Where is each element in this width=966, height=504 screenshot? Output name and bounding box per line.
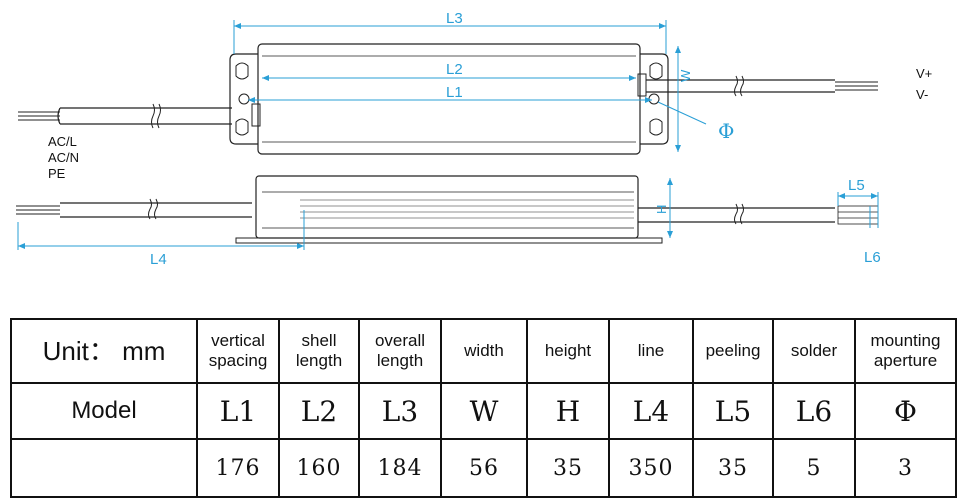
symbol-phi: Φ — [854, 382, 957, 440]
value-L4: 350 — [608, 438, 694, 498]
input-cable-top — [18, 103, 232, 129]
header-width: width — [440, 318, 528, 384]
symbol-L1: L1 — [196, 382, 280, 440]
dim-label-L5: L5 — [848, 177, 865, 194]
housing-side — [255, 175, 639, 239]
dim-label-L6: L6 — [864, 249, 881, 266]
header-peeling: peeling — [692, 318, 774, 384]
header-height: height — [526, 318, 610, 384]
symbol-L3: L3 — [358, 382, 442, 440]
wire-label-acn: AC/N — [48, 150, 79, 165]
value-H: 35 — [526, 438, 610, 498]
wire-label-pe: PE — [48, 166, 66, 181]
dim-label-L4: L4 — [150, 251, 167, 268]
symbol-L6: L6 — [772, 382, 856, 440]
side-view — [16, 175, 879, 244]
symbol-L5: L5 — [692, 382, 774, 440]
dim-label-L1: L1 — [446, 84, 463, 101]
symbol-H: H — [526, 382, 610, 440]
value-L2: 160 — [278, 438, 360, 498]
input-cable-side — [16, 198, 252, 220]
wire-label-vminus: V- — [916, 87, 928, 102]
model-label: Model — [10, 382, 198, 440]
value-phi: 3 — [854, 438, 957, 498]
dim-label-L2: L2 — [446, 61, 463, 78]
technical-drawing: L3 L2 L1 W Φ AC/L AC/N PE V+ V- — [16, 10, 932, 268]
right-flange — [640, 53, 669, 145]
value-L6: 5 — [772, 438, 856, 498]
value-L1: 176 — [196, 438, 280, 498]
symbol-L2: L2 — [278, 382, 360, 440]
dim-label-L3: L3 — [446, 10, 463, 27]
dim-label-H: H — [654, 205, 669, 214]
value-row: 176 160 184 56 35 350 35 5 3 — [10, 438, 957, 498]
header-line: line — [608, 318, 694, 384]
symbol-W: W — [440, 382, 528, 440]
model-name-cell — [10, 438, 198, 498]
model-row: Model L1 L2 L3 W H L4 L5 L6 Φ — [10, 382, 957, 440]
dim-label-phi: Φ — [718, 119, 734, 143]
wire-label-acl: AC/L — [48, 134, 77, 149]
unit-label: Unit： mm — [10, 318, 198, 384]
dim-label-W: W — [678, 69, 693, 82]
value-L5: 35 — [692, 438, 774, 498]
symbol-L4: L4 — [608, 382, 694, 440]
value-W: 56 — [440, 438, 528, 498]
header-solder: solder — [772, 318, 856, 384]
value-L3: 184 — [358, 438, 442, 498]
wire-label-vplus: V+ — [916, 66, 932, 81]
left-flange — [229, 53, 258, 145]
